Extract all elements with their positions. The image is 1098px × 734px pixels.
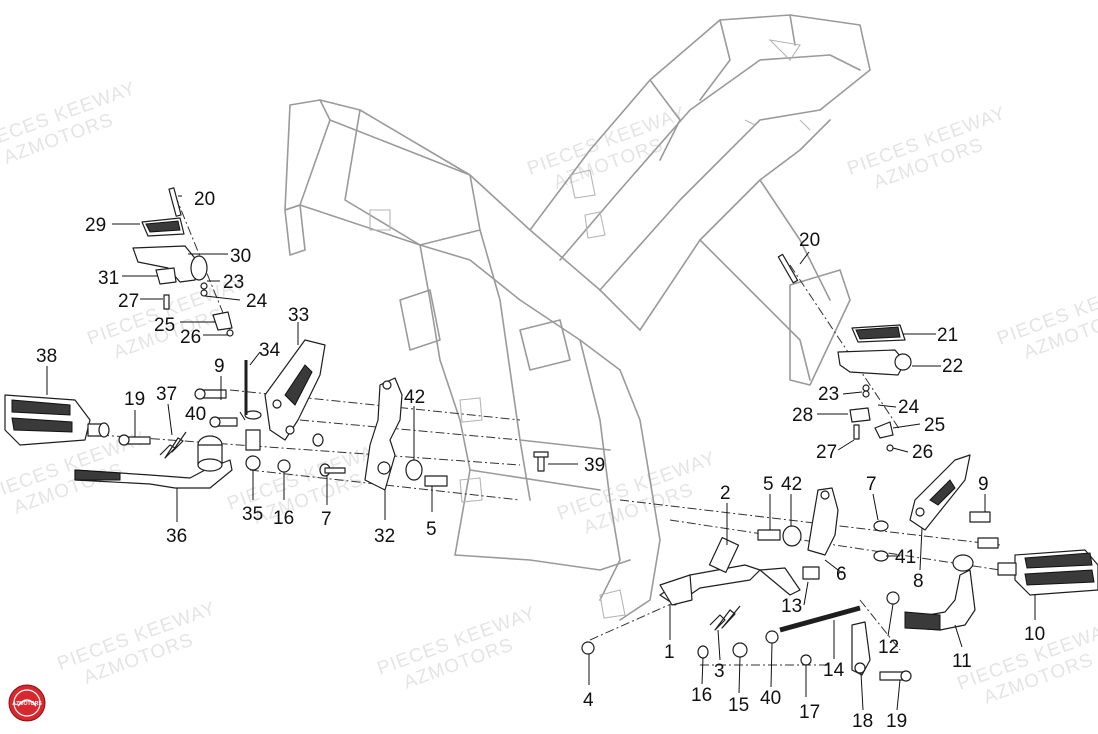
callout-label: 33 bbox=[288, 305, 309, 326]
callout-label: 6 bbox=[836, 564, 847, 585]
callout-label: 23 bbox=[223, 272, 244, 293]
callout-label: 22 bbox=[942, 356, 963, 377]
callout-label: 27 bbox=[816, 442, 837, 463]
callout-label: 29 bbox=[85, 215, 106, 236]
azmotors-logo: AZMOTORS bbox=[8, 684, 46, 722]
callout-label: 15 bbox=[728, 695, 749, 716]
callout-label: 10 bbox=[1024, 624, 1045, 645]
callout-label: 12 bbox=[878, 637, 899, 658]
callout-label: 2 bbox=[720, 483, 731, 504]
callout-label: 20 bbox=[799, 230, 820, 251]
callout-label: 4 bbox=[583, 690, 594, 711]
callout-label: 36 bbox=[166, 526, 187, 547]
callout-label: 19 bbox=[886, 711, 907, 732]
callout-label: 27 bbox=[118, 291, 139, 312]
callout-label: 40 bbox=[185, 404, 206, 425]
frame-drawing bbox=[284, 14, 871, 621]
callout-label: 37 bbox=[156, 384, 177, 405]
callout-label: 39 bbox=[584, 455, 605, 476]
callout-label: 19 bbox=[124, 389, 145, 410]
logo-text: AZMOTORS bbox=[12, 701, 42, 707]
callout-label: 23 bbox=[818, 384, 839, 405]
callout-label: 25 bbox=[154, 315, 175, 336]
left-passenger-peg-group bbox=[132, 187, 234, 337]
callout-label: 9 bbox=[978, 474, 989, 495]
callout-label: 16 bbox=[273, 508, 294, 529]
callout-label: 41 bbox=[895, 547, 916, 568]
callout-label: 18 bbox=[852, 711, 873, 732]
callout-label: 13 bbox=[781, 596, 802, 617]
leader-lines bbox=[46, 195, 1036, 711]
callout-label: 9 bbox=[214, 356, 225, 377]
callout-label: 8 bbox=[913, 571, 924, 592]
callout-label: 7 bbox=[866, 474, 877, 495]
callout-label: 34 bbox=[259, 340, 281, 361]
callout-label: 42 bbox=[781, 474, 802, 495]
callout-label: 7 bbox=[321, 509, 332, 530]
callout-label: 30 bbox=[230, 246, 251, 267]
callout-label: 11 bbox=[952, 651, 972, 672]
callout-labels: 20 29 30 31 23 27 24 25 26 38 19 37 9 40… bbox=[36, 189, 1045, 732]
callout-label: 17 bbox=[799, 702, 820, 723]
callout-label: 1 bbox=[664, 642, 675, 663]
callout-label: 5 bbox=[763, 474, 774, 495]
callout-label: 14 bbox=[823, 660, 845, 681]
left-footpeg bbox=[4, 394, 110, 446]
callout-label: 31 bbox=[98, 268, 119, 289]
callout-label: 24 bbox=[246, 291, 268, 312]
callout-label: 26 bbox=[180, 327, 201, 348]
callout-label: 16 bbox=[691, 685, 712, 706]
callout-label: 5 bbox=[426, 519, 437, 540]
parts-layer bbox=[4, 187, 1098, 682]
callout-label: 42 bbox=[404, 387, 425, 408]
callout-label: 20 bbox=[194, 189, 215, 210]
callout-label: 32 bbox=[374, 526, 395, 547]
callout-label: 40 bbox=[760, 688, 781, 709]
callout-label: 3 bbox=[714, 661, 725, 682]
callout-label: 25 bbox=[924, 415, 945, 436]
callout-label: 35 bbox=[242, 504, 263, 525]
callout-label: 21 bbox=[937, 325, 958, 346]
callout-label: 28 bbox=[792, 405, 813, 426]
callout-label: 24 bbox=[898, 397, 920, 418]
callout-label: 38 bbox=[36, 346, 57, 367]
callout-label: 26 bbox=[912, 442, 933, 463]
right-passenger-peg-group bbox=[777, 253, 912, 452]
